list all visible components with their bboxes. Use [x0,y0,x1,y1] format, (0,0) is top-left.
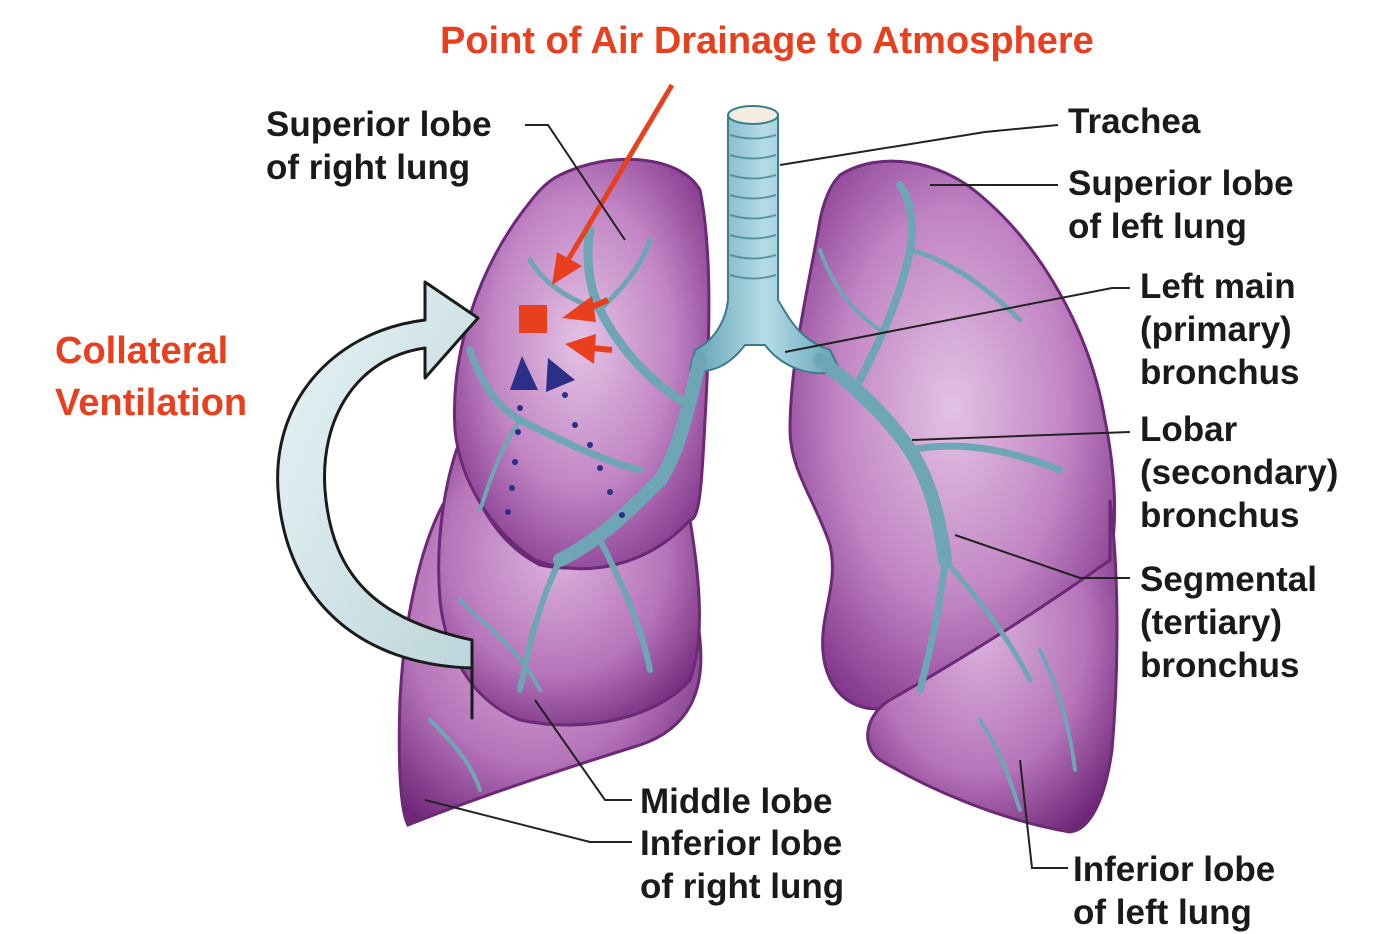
trachea-opening [728,106,778,124]
segmental-bronchus-label: Segmental (tertiary) bronchus [1140,558,1317,687]
superior-lobe-left-label: Superior lobe of left lung [1068,162,1294,248]
middle-lobe-label: Middle lobe [640,780,833,823]
drainage-point-square [519,305,547,333]
superior-lobe-right-lung-shape [454,159,708,568]
collateral-ventilation-label: Collateral Ventilation [55,325,247,429]
lobar-bronchus-label: Lobar (secondary) bronchus [1140,408,1338,537]
drainage-title: Point of Air Drainage to Atmosphere [440,18,1094,64]
left-main-bronchus-label: Left main (primary) bronchus [1140,265,1299,394]
trachea-label: Trachea [1068,100,1200,143]
right-lung [399,159,709,825]
inferior-lobe-right-label: Inferior lobe of right lung [640,822,844,908]
superior-lobe-right-label: Superior lobe of right lung [266,103,492,189]
inferior-lobe-left-label: Inferior lobe of left lung [1073,848,1275,934]
